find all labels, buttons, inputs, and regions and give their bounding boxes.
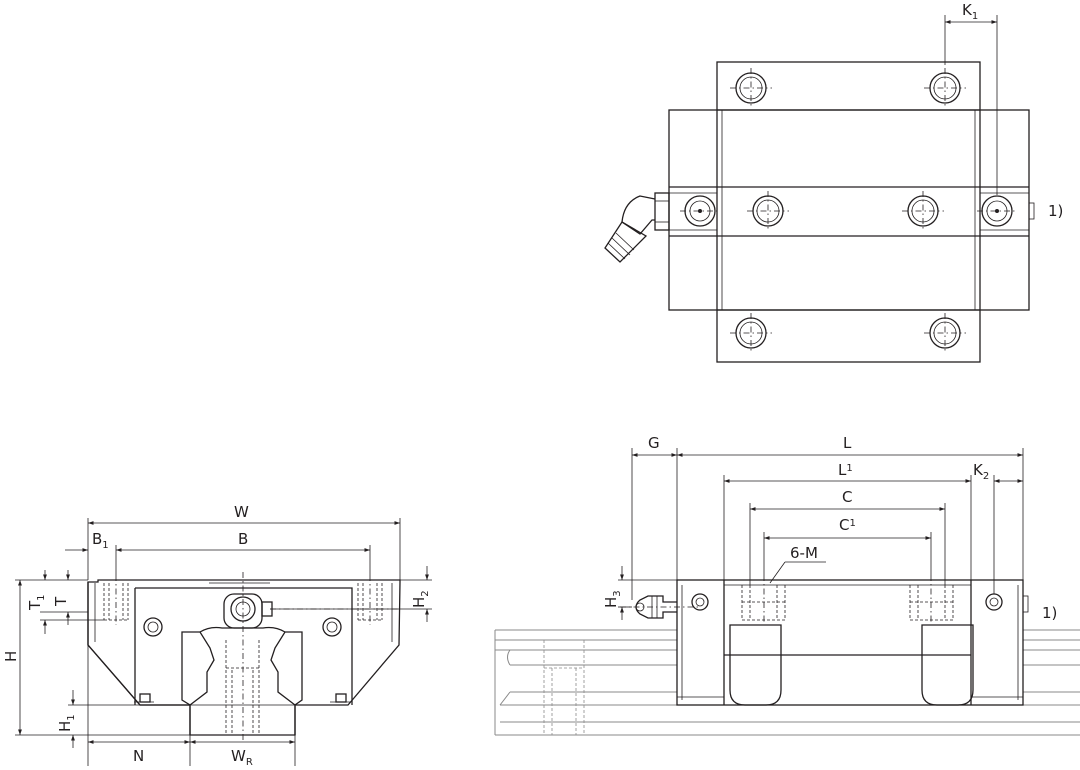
grease-nipple-side-icon: [620, 595, 700, 619]
dim-label-g: G: [648, 434, 660, 452]
dim-label-h: H: [2, 651, 20, 662]
dim-label-l: L: [843, 434, 852, 452]
dim-label-6m: 6-M: [790, 544, 818, 562]
front-view: W B B1 H T1 T H1 H2: [2, 503, 432, 768]
grease-nipple-front-icon: [223, 593, 400, 629]
note-label-side: 1): [1042, 604, 1057, 622]
side-block-outline: [676, 579, 1024, 706]
side-view: 1) G L L1 K2 C C1 6-M: [494, 434, 1080, 736]
dim-label-t1: T1: [26, 594, 47, 611]
dim-label-w: W: [234, 503, 249, 521]
note-label-top: 1): [1048, 202, 1063, 220]
dim-label-k1: K1: [962, 1, 978, 22]
top-view: K1 1): [604, 1, 1063, 363]
dim-label-c1: C1: [839, 516, 856, 534]
dim-label-h1: H1: [56, 714, 77, 732]
dim-label-b: B: [238, 530, 248, 548]
carriage-outline: [716, 61, 981, 363]
dim-label-wr: WR: [231, 747, 253, 768]
dim-label-n: N: [133, 747, 144, 765]
dim-label-b1: B1: [92, 530, 109, 551]
grease-nipple-icon: [604, 192, 670, 263]
dim-label-l1: L1: [838, 461, 853, 479]
dim-label-h3: H3: [602, 590, 623, 608]
dim-label-c: C: [842, 488, 852, 506]
top-mounting-holes: [684, 72, 1013, 349]
dim-label-t: T: [52, 596, 70, 607]
dim-label-k2: K2: [973, 461, 989, 482]
dim-label-h2: H2: [410, 590, 431, 608]
